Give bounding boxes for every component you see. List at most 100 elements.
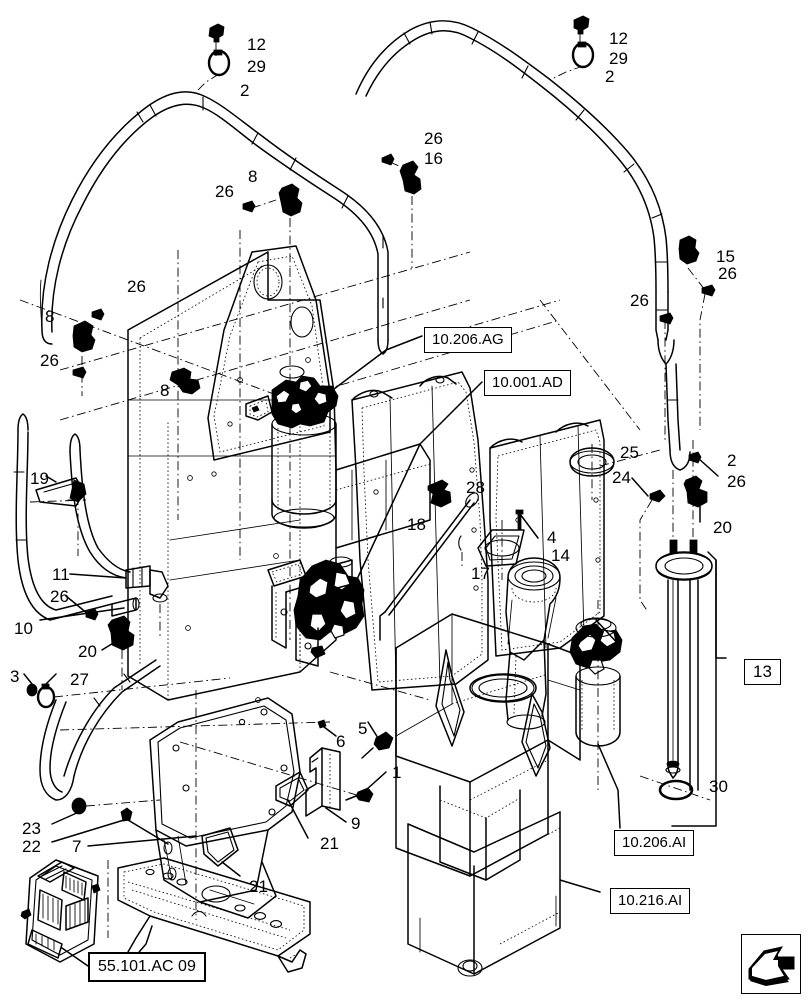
- reference-box-10-001-ad[interactable]: 10.001.AD: [484, 370, 571, 396]
- callout-18: 18: [407, 515, 426, 534]
- callout-11: 11: [52, 565, 70, 584]
- callout-23: 23: [22, 819, 41, 838]
- callout-8: 8: [45, 307, 55, 326]
- fuel-pump-assembly: [267, 556, 365, 667]
- callout-25: 25: [620, 443, 639, 462]
- callout-8: 8: [248, 167, 258, 186]
- callout-2: 2: [240, 81, 250, 100]
- part-14-gasket: [477, 520, 525, 580]
- part-29-left-clamp: [195, 49, 231, 93]
- part-26-left-lower-washer: [65, 595, 99, 621]
- chevron-arrow-logo-icon: [748, 946, 795, 986]
- callout-3: 3: [10, 667, 20, 686]
- callout-21: 21: [320, 834, 339, 853]
- part-26-top-washer: [381, 153, 409, 171]
- callout-12: 12: [247, 35, 266, 54]
- fuel-filter-assembly: [245, 365, 339, 529]
- callout-26: 26: [630, 291, 649, 310]
- callout-29: 29: [247, 57, 266, 76]
- mount-bracket-9: [305, 747, 347, 823]
- secondary-fuel-filter: [569, 600, 623, 829]
- callout-9: 9: [351, 814, 361, 833]
- callout-22: 22: [22, 837, 41, 856]
- part-23-nut: [51, 797, 161, 825]
- fuel-filler-neck: [505, 444, 615, 730]
- reference-box-55-101-ac-09[interactable]: 55.101.AC 09: [88, 952, 206, 982]
- callout-10: 10: [14, 619, 33, 638]
- callout-26: 26: [215, 182, 234, 201]
- heat-shield-cover: [87, 690, 301, 920]
- callout-1: 1: [392, 763, 402, 782]
- part-21-wedge-a: [275, 771, 309, 839]
- part-20-elbow-left: [101, 615, 135, 690]
- part-22-bolt: [51, 807, 169, 845]
- part-8-upper-fitting: [278, 183, 303, 268]
- callout-2: 2: [605, 67, 615, 86]
- part-26-right-washer-1: [699, 284, 716, 430]
- callout-24: 24: [612, 468, 631, 487]
- reference-box-13[interactable]: 13: [744, 659, 781, 685]
- callout-16: 16: [424, 149, 443, 168]
- callout-26: 26: [424, 129, 443, 148]
- callout-21: 21: [249, 877, 268, 896]
- part-21-wedge-b: [201, 827, 241, 877]
- part-26-left-washer-1: [91, 308, 105, 321]
- part-20-elbow-right: [683, 475, 708, 523]
- part-16-elbow-fitting: [399, 160, 422, 268]
- callout-20: 20: [78, 642, 97, 661]
- part-29-right-clamp: [549, 41, 595, 81]
- callout-30: 30: [709, 777, 728, 796]
- hose-left-lower: [13, 413, 169, 636]
- reference-box-10-206-ai[interactable]: 10.206.AI: [614, 830, 695, 856]
- part-26-right-washer-2: [659, 312, 674, 440]
- callout-15: 15: [716, 247, 735, 266]
- callout-5: 5: [358, 719, 368, 738]
- part-8-left-fitting: [72, 320, 96, 396]
- part-26-left-washer-2: [72, 366, 87, 379]
- callout-26: 26: [727, 472, 746, 491]
- drain-hose: [39, 659, 161, 801]
- callout-26: 26: [50, 587, 69, 606]
- electronic-control-unit: [20, 859, 109, 967]
- hose-left-upper: [39, 91, 389, 355]
- part-15-fitting: [678, 235, 706, 291]
- callout-29: 29: [609, 49, 628, 68]
- callout-20: 20: [713, 518, 732, 537]
- callout-26: 26: [127, 277, 146, 296]
- hose-right-upper: [355, 20, 691, 471]
- callout-12: 12: [609, 29, 628, 48]
- fuel-tank: [395, 613, 601, 977]
- part-6-pin: [59, 719, 337, 737]
- callout-6: 6: [336, 732, 346, 751]
- callout-27: 27: [70, 670, 89, 689]
- callout-19: 19: [30, 469, 49, 488]
- callout-7: 7: [72, 837, 82, 856]
- callout-4: 4: [547, 528, 557, 547]
- part-3-plug: [23, 673, 38, 697]
- part-24-screw: [631, 477, 666, 613]
- part-8-lower-fitting: [169, 367, 201, 395]
- callout-28: 28: [466, 478, 485, 497]
- brand-logo: [741, 934, 801, 994]
- part-18-dipstick: [379, 492, 479, 641]
- callout-2: 2: [727, 451, 737, 470]
- part-12-right-clamp-screw: [573, 15, 590, 47]
- part-5-bolt: [361, 721, 394, 759]
- part-17-clip: [458, 535, 463, 566]
- reference-box-10-206-ag[interactable]: 10.206.AG: [424, 327, 512, 353]
- callout-26: 26: [718, 264, 737, 283]
- reference-box-10-216-ai[interactable]: 10.216.AI: [610, 888, 691, 914]
- part-28-bracket-clip: [427, 479, 452, 508]
- part-1-bolt: [179, 741, 387, 803]
- callout-17: 17: [471, 564, 490, 583]
- part-27-grommet: [36, 673, 231, 709]
- part-26-right-lower-washer: [688, 451, 719, 477]
- part-4-screw: [515, 509, 539, 539]
- part-19-fitting: [29, 475, 87, 556]
- part-26-upper-washer: [242, 199, 277, 213]
- callout-26: 26: [40, 351, 59, 370]
- callout-8: 8: [160, 381, 170, 400]
- fuel-level-sender: [639, 440, 713, 801]
